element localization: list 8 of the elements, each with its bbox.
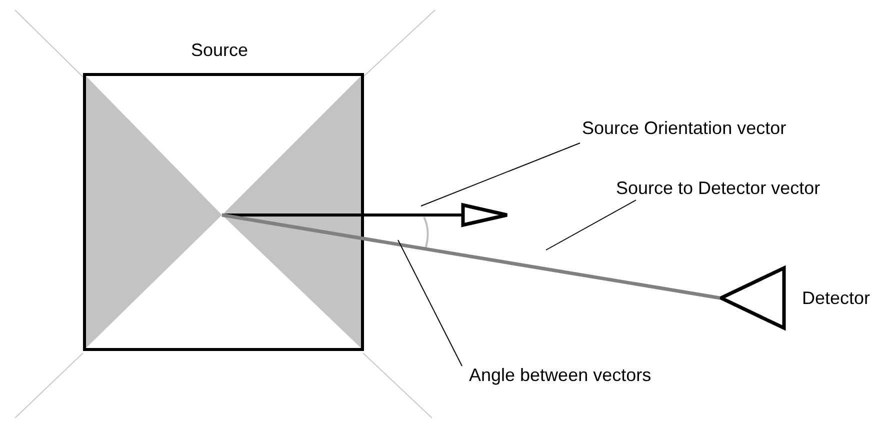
node-label: Detector (802, 288, 870, 308)
leader-line (420, 142, 580, 206)
leader-line (546, 200, 636, 250)
node-label: Source (191, 40, 248, 60)
callout-label: Angle between vectors (469, 365, 652, 385)
leader-line (398, 240, 462, 366)
callout-label: Source Orientation vector (582, 118, 786, 138)
callout-label: Source to Detector vector (616, 178, 820, 198)
